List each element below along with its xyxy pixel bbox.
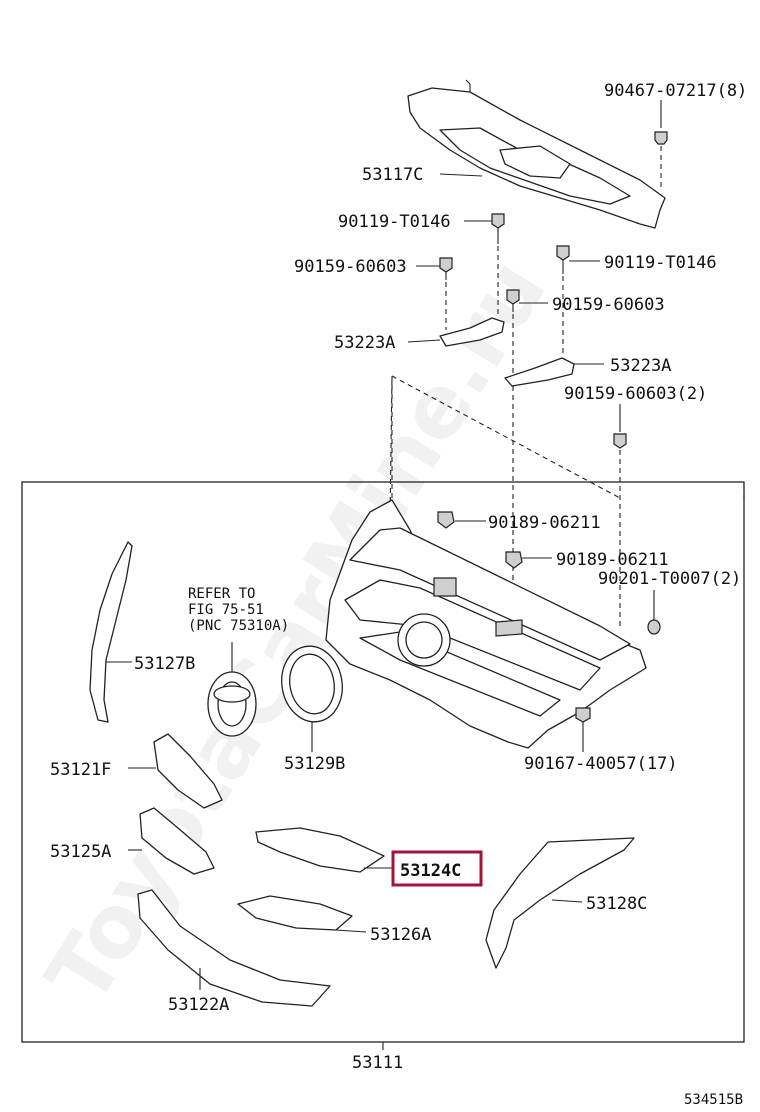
garnish-53121f-part[interactable] bbox=[153, 733, 223, 809]
label-53223a-left: 53223A bbox=[334, 333, 395, 353]
bolt-90119-right-icon[interactable] bbox=[556, 245, 600, 356]
bracket-53223a-left-part[interactable] bbox=[439, 317, 505, 347]
molding-53128c-part[interactable] bbox=[485, 837, 635, 969]
label-53125a: 53125A bbox=[50, 842, 111, 862]
label-90189-lower: 90189-06211 bbox=[556, 550, 669, 570]
reference-line-2: FIG 75-51 bbox=[188, 602, 264, 618]
garnish-53122a-part[interactable] bbox=[137, 889, 331, 1007]
label-53223a-right: 53223A bbox=[610, 356, 671, 376]
garnish-53125a-part[interactable] bbox=[139, 807, 215, 875]
molding-53127b-part[interactable] bbox=[89, 541, 133, 723]
label-90467: 90467-07217(8) bbox=[604, 81, 747, 101]
label-53127b: 53127B bbox=[134, 654, 195, 674]
label-90119-left: 90119-T0146 bbox=[338, 212, 451, 232]
label-90119-right: 90119-T0146 bbox=[604, 253, 717, 273]
garnish-53124c-part[interactable] bbox=[255, 827, 385, 873]
label-53129b: 53129B bbox=[284, 754, 345, 774]
upper-radiator-cover-part[interactable] bbox=[407, 79, 666, 229]
label-53124c: 53124C bbox=[400, 861, 461, 881]
nut-90201-icon[interactable] bbox=[647, 590, 661, 635]
garnish-53126a-part[interactable] bbox=[237, 895, 353, 931]
bolt-90159-left-icon[interactable] bbox=[416, 257, 453, 330]
label-90159-left: 90159-60603 bbox=[294, 257, 407, 277]
label-53111: 53111 bbox=[352, 1053, 403, 1073]
label-90159-right: 90159-60603 bbox=[552, 295, 665, 315]
label-53126a: 53126A bbox=[370, 925, 431, 945]
screw-90167-icon[interactable] bbox=[575, 707, 591, 752]
label-90189-upper: 90189-06211 bbox=[488, 513, 601, 533]
label-90159-pair: 90159-60603(2) bbox=[564, 384, 707, 404]
grille-main-body-part[interactable] bbox=[325, 499, 647, 749]
highlight-box-53124c bbox=[391, 850, 483, 887]
bolt-90119-left-icon[interactable] bbox=[464, 213, 505, 318]
label-90167: 90167-40057(17) bbox=[524, 754, 678, 774]
bracket-53223a-right-part[interactable] bbox=[504, 357, 575, 387]
label-53122a: 53122A bbox=[168, 995, 229, 1015]
figure-code: 534515B bbox=[684, 1092, 743, 1108]
clip-90189-upper-icon[interactable] bbox=[437, 511, 486, 529]
label-53121f: 53121F bbox=[50, 760, 111, 780]
bolt-90467-icon[interactable] bbox=[654, 100, 668, 190]
bolt-90159-pair-icon[interactable] bbox=[613, 404, 627, 626]
toyota-emblem-icon[interactable] bbox=[207, 642, 257, 737]
clip-90189-lower-icon[interactable] bbox=[505, 551, 552, 569]
label-90201: 90201-T0007(2) bbox=[598, 569, 741, 589]
bolt-90159-right-icon[interactable] bbox=[506, 289, 548, 620]
label-53128c: 53128C bbox=[586, 894, 647, 914]
reference-line-1: REFER TO bbox=[188, 586, 255, 602]
emblem-ring-53129b-part[interactable] bbox=[276, 641, 348, 752]
label-53117c: 53117C bbox=[362, 165, 423, 185]
reference-line-3: (PNC 75310A) bbox=[188, 618, 289, 634]
